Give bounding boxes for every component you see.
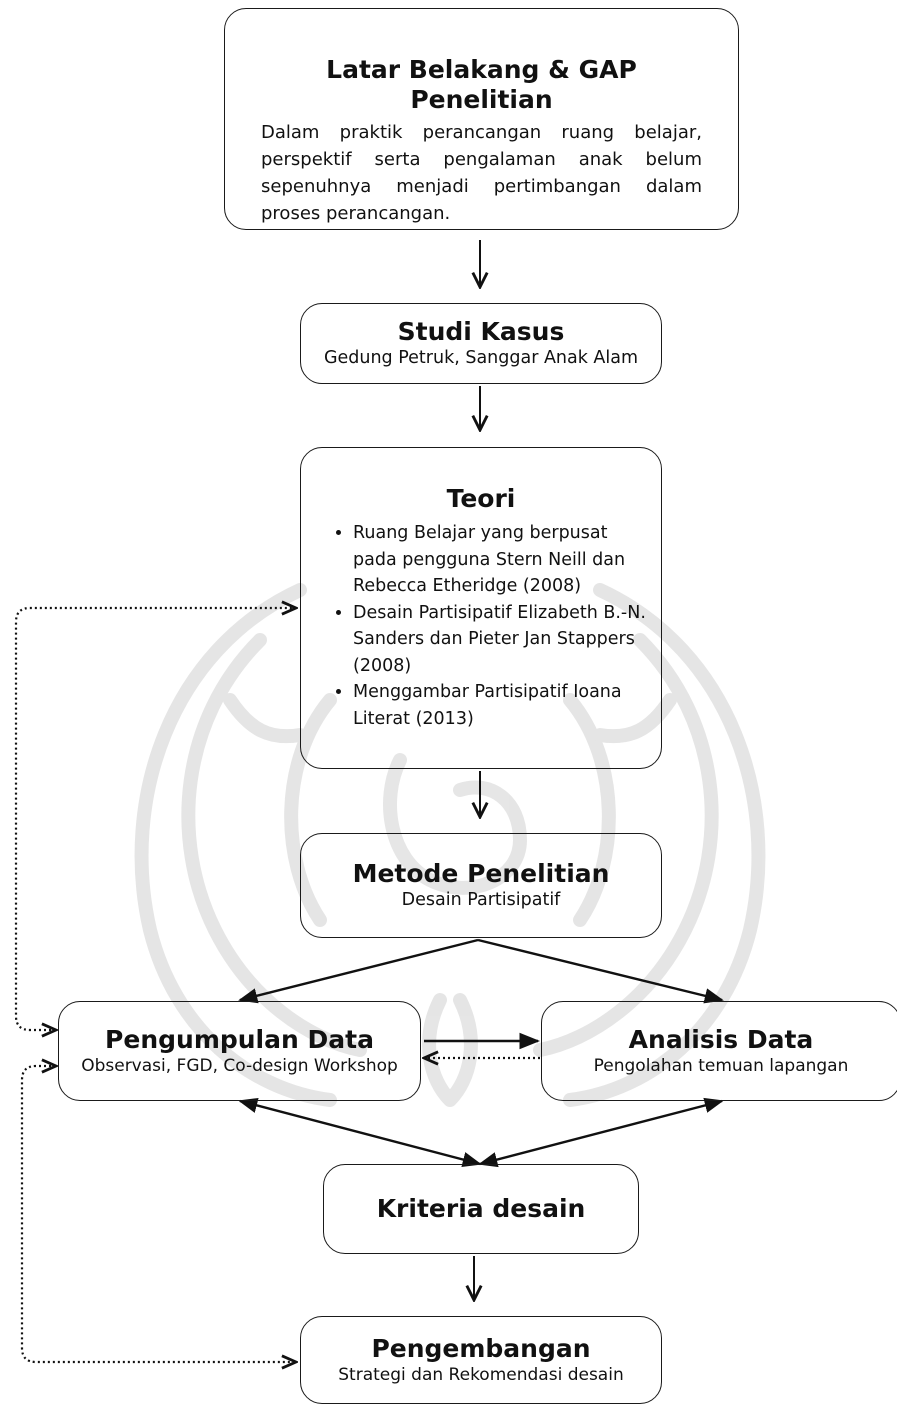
edge-pengumpulan-teori-dotted bbox=[14, 608, 296, 1030]
node-latar-body: Dalam praktik perancangan ruang belajar,… bbox=[261, 122, 702, 224]
edge-pengumpulan-kriteria bbox=[238, 1097, 482, 1168]
node-metode-penelitian: Metode Penelitian Desain Partisipatif bbox=[300, 833, 662, 938]
node-pengembangan-title: Pengembangan bbox=[371, 1333, 591, 1363]
edge-pengumpulan-pengembangan-dotted bbox=[20, 1066, 296, 1362]
node-latar-belakang: Latar Belakang & GAP Penelitian Dalam pr… bbox=[224, 8, 739, 230]
node-studi-title: Studi Kasus bbox=[397, 317, 565, 347]
node-metode-title: Metode Penelitian bbox=[352, 859, 610, 889]
node-pengembangan-subtitle: Strategi dan Rekomendasi desain bbox=[338, 1364, 624, 1385]
edge-metode-to-analisis bbox=[477, 938, 724, 1004]
node-kriteria-title: Kriteria desain bbox=[376, 1194, 586, 1223]
node-pengumpulan-title: Pengumpulan Data bbox=[105, 1024, 374, 1054]
node-pengumpulan-data: Pengumpulan Data Observasi, FGD, Co-desi… bbox=[58, 1001, 421, 1101]
node-analisis-data: Analisis Data Pengolahan temuan lapangan bbox=[541, 1001, 897, 1101]
node-analisis-subtitle: Pengolahan temuan lapangan bbox=[593, 1055, 849, 1076]
node-analisis-title: Analisis Data bbox=[628, 1024, 814, 1054]
node-latar-title: Latar Belakang & GAP Penelitian bbox=[326, 55, 637, 114]
node-teori: Teori Ruang Belajar yang berpusat pada p… bbox=[300, 447, 662, 769]
teori-list-item: Ruang Belajar yang berpusat pada penggun… bbox=[353, 520, 649, 600]
node-teori-title: Teori bbox=[446, 484, 516, 513]
node-studi-kasus: Studi Kasus Gedung Petruk, Sanggar Anak … bbox=[300, 303, 662, 384]
node-studi-subtitle: Gedung Petruk, Sanggar Anak Alam bbox=[323, 348, 639, 369]
node-metode-subtitle: Desain Partisipatif bbox=[401, 890, 561, 911]
node-pengembangan: Pengembangan Strategi dan Rekomendasi de… bbox=[300, 1316, 662, 1404]
node-pengumpulan-subtitle: Observasi, FGD, Co-design Workshop bbox=[81, 1055, 398, 1076]
teori-list-item: Menggambar Partisipatif Ioana Literat (2… bbox=[353, 679, 649, 732]
edge-metode-to-pengumpulan bbox=[238, 938, 479, 1004]
edge-analisis-kriteria bbox=[478, 1097, 724, 1168]
node-kriteria-desain: Kriteria desain bbox=[323, 1164, 639, 1254]
teori-list-item: Desain Partisipatif Elizabeth B.-N. Sand… bbox=[353, 600, 649, 680]
teori-list: Ruang Belajar yang berpusat pada penggun… bbox=[301, 520, 661, 732]
